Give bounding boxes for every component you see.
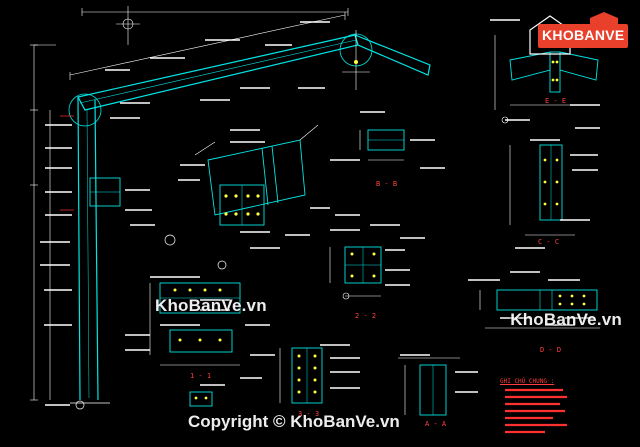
section-2-2 [329, 246, 382, 300]
detail-bubble [164, 234, 176, 246]
ridge-connection-detail [494, 35, 600, 124]
section-d-d-bolts [558, 294, 586, 306]
section-a-a [398, 357, 460, 416]
section-label: B - B [376, 180, 398, 188]
watermark-right: KhoBanVe.vn [510, 310, 622, 329]
splice-bolts [224, 194, 260, 216]
section-c-c [509, 144, 575, 236]
detail-bubble [217, 260, 227, 270]
column [77, 96, 121, 401]
column-base [70, 400, 110, 410]
section-1-1-bolts [173, 288, 222, 342]
general-notes-lines [505, 388, 567, 434]
section-cut-marker [60, 115, 74, 211]
section-d-d [479, 289, 600, 329]
section-2-2-bolts [350, 252, 376, 278]
section-label: E - E [545, 97, 567, 105]
logo-text: KHOBANVE [542, 27, 625, 43]
section-c-c-bolts [543, 158, 559, 206]
section-1-1 [149, 282, 241, 366]
ridge-bolts [551, 60, 559, 82]
section-3-3 [279, 347, 323, 404]
section-label: D - D [540, 346, 562, 354]
section-b-b [359, 129, 405, 161]
watermark-middle: KhoBanVe.vn [155, 296, 267, 315]
watermark-bottom: Copyright © KhoBanVe.vn [188, 412, 400, 431]
knee-detail-marker [68, 93, 102, 127]
column-dimensions [30, 44, 56, 401]
notes-title: GHI CHÚ CHUNG : [500, 378, 555, 385]
section-label: C - C [538, 238, 560, 246]
khobanve-logo [529, 12, 628, 55]
small-plate-detail [189, 391, 213, 407]
section-label: 3 - 3 [298, 410, 320, 418]
annotation-labels [40, 19, 600, 406]
section-label: 2 - 2 [355, 312, 377, 320]
ridge-detail-marker [339, 30, 373, 90]
section-label: 1 - 1 [190, 372, 212, 380]
crosshair-marker [116, 6, 140, 45]
section-label: A - A [425, 420, 447, 428]
section-3-3-bolts [297, 354, 317, 394]
rafter-dimension [69, 8, 349, 80]
splice-connection [194, 124, 319, 226]
rafter [77, 33, 431, 111]
